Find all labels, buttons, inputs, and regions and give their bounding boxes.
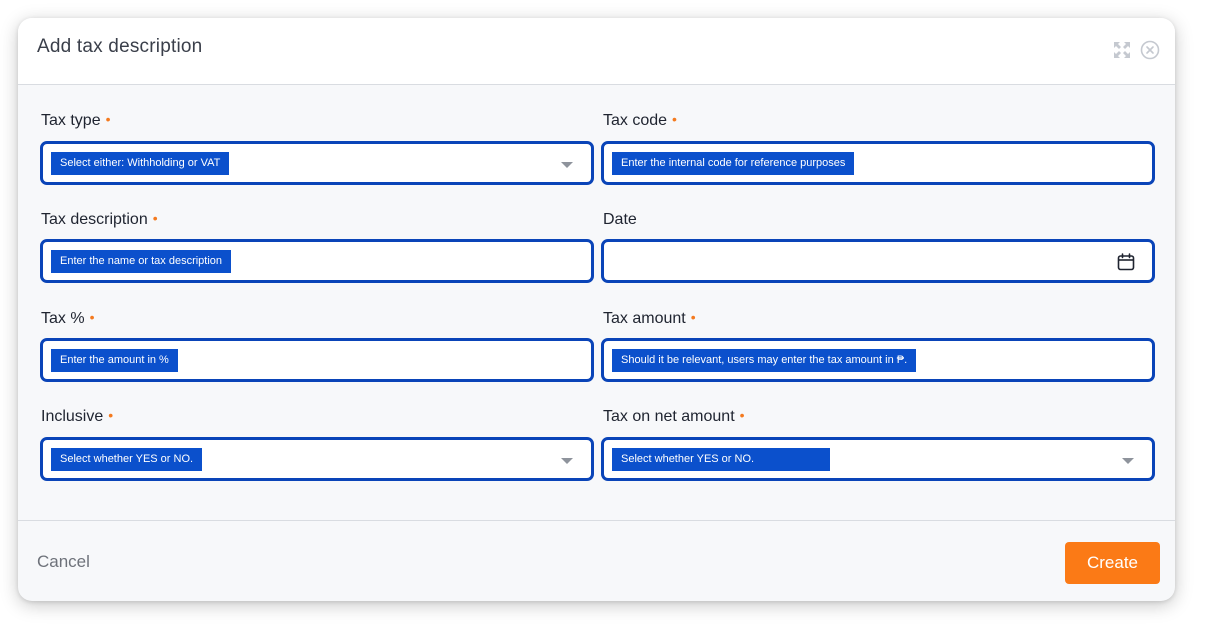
tax-on-net-amount-select[interactable]: Select whether YES or NO.: [601, 437, 1155, 481]
chevron-down-icon: [561, 458, 573, 464]
tax-description-input[interactable]: Enter the name or tax description: [40, 239, 594, 283]
tax-type-select[interactable]: Select either: Withholding or VAT: [40, 141, 594, 185]
tax-description-value: Enter the name or tax description: [51, 250, 232, 273]
required-indicator: •: [152, 210, 158, 226]
cancel-button[interactable]: Cancel: [37, 552, 90, 571]
tax-description-label: Tax description•: [41, 210, 158, 228]
date-input[interactable]: [601, 239, 1155, 283]
inclusive-select[interactable]: Select whether YES or NO.: [40, 437, 594, 481]
add-tax-modal: Add tax description Tax type• Select eit…: [18, 18, 1175, 601]
calendar-icon[interactable]: [1117, 253, 1135, 271]
required-indicator: •: [105, 111, 111, 127]
tax-type-label: Tax type•: [41, 111, 111, 129]
close-icon[interactable]: [1140, 40, 1160, 60]
tax-percent-label: Tax %•: [41, 309, 95, 327]
inclusive-value: Select whether YES or NO.: [51, 448, 203, 471]
modal-header: Add tax description: [18, 18, 1175, 85]
date-label: Date: [603, 211, 637, 228]
required-indicator: •: [89, 309, 95, 325]
tax-on-net-amount-label: Tax on net amount•: [603, 407, 745, 425]
tax-code-input[interactable]: Enter the internal code for reference pu…: [601, 141, 1155, 185]
tax-on-net-amount-value: Select whether YES or NO.: [612, 448, 831, 471]
create-button[interactable]: Create: [1065, 542, 1160, 584]
tax-percent-value: Enter the amount in %: [51, 349, 178, 372]
required-indicator: •: [690, 309, 696, 325]
tax-code-label: Tax code•: [603, 111, 677, 129]
expand-icon[interactable]: [1112, 40, 1132, 60]
tax-percent-input[interactable]: Enter the amount in %: [40, 338, 594, 382]
required-indicator: •: [108, 407, 114, 423]
tax-code-value: Enter the internal code for reference pu…: [612, 152, 855, 175]
inclusive-label: Inclusive•: [41, 407, 114, 425]
tax-amount-label: Tax amount•: [603, 309, 696, 327]
tax-amount-value: Should it be relevant, users may enter t…: [612, 349, 917, 372]
modal-title: Add tax description: [37, 36, 203, 57]
required-indicator: •: [672, 111, 677, 127]
tax-amount-input[interactable]: Should it be relevant, users may enter t…: [601, 338, 1155, 382]
tax-type-value: Select either: Withholding or VAT: [51, 152, 230, 175]
chevron-down-icon: [561, 162, 573, 168]
modal-footer: Cancel Create: [18, 520, 1175, 601]
chevron-down-icon: [1122, 458, 1134, 464]
required-indicator: •: [739, 407, 745, 423]
